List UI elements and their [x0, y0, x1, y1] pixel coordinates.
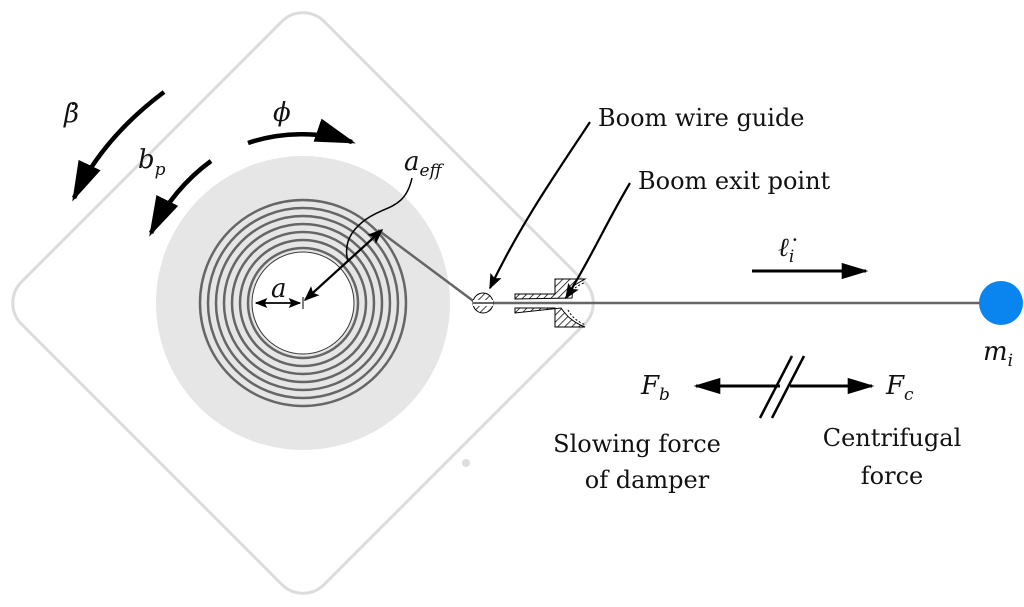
exit-point-leader — [565, 182, 631, 300]
break-mark — [770, 355, 806, 419]
wound-boom-spiral — [198, 198, 408, 408]
wire-guide-icon — [472, 292, 494, 314]
bp-subscript: p — [155, 160, 166, 180]
radius-aeff-arrow — [303, 228, 384, 302]
beta-dot-arrow — [71, 90, 166, 202]
spacecraft-frame — [11, 11, 595, 595]
phi-arrow — [247, 118, 356, 146]
break-mark — [758, 355, 794, 419]
fb-label: Fb — [640, 371, 670, 405]
bp-arrow — [148, 159, 213, 237]
aeff-label: aeff — [404, 147, 445, 181]
beta-dot-label: β̇ — [63, 99, 79, 129]
frame-dot — [462, 459, 470, 467]
fc-base: F — [885, 371, 905, 401]
damper-label-line1: Slowing force — [553, 430, 721, 458]
fb-base: F — [640, 371, 660, 401]
tip-mass — [979, 281, 1023, 325]
phi-label: ϕ — [273, 98, 291, 128]
aeff-subscript: eff — [420, 161, 445, 181]
fb-subscript: b — [659, 385, 670, 405]
centrifugal-label-line2: force — [861, 462, 923, 490]
centrifugal-label-line1: Centrifugal — [823, 424, 962, 452]
damper-label-line2: of damper — [585, 466, 710, 494]
bp-base: b — [138, 145, 155, 175]
fc-subscript: c — [904, 385, 914, 405]
fc-label: Fc — [885, 371, 914, 405]
boom-wire — [377, 228, 985, 305]
mass-subscript: i — [1008, 351, 1013, 371]
mass-base: m — [983, 337, 1008, 367]
mass-label: mi — [983, 337, 1013, 371]
aeff-base: a — [404, 147, 420, 177]
ldot-label: ℓ̇i — [778, 233, 797, 267]
wire-guide-label: Boom wire guide — [598, 104, 805, 132]
bp-label: bp — [138, 145, 166, 180]
exit-point-label: Boom exit point — [638, 167, 831, 195]
aeff-leader — [345, 177, 413, 263]
a-label: a — [271, 274, 287, 304]
ldot-subscript: i — [789, 247, 794, 267]
wire-guide-leader — [489, 121, 591, 290]
